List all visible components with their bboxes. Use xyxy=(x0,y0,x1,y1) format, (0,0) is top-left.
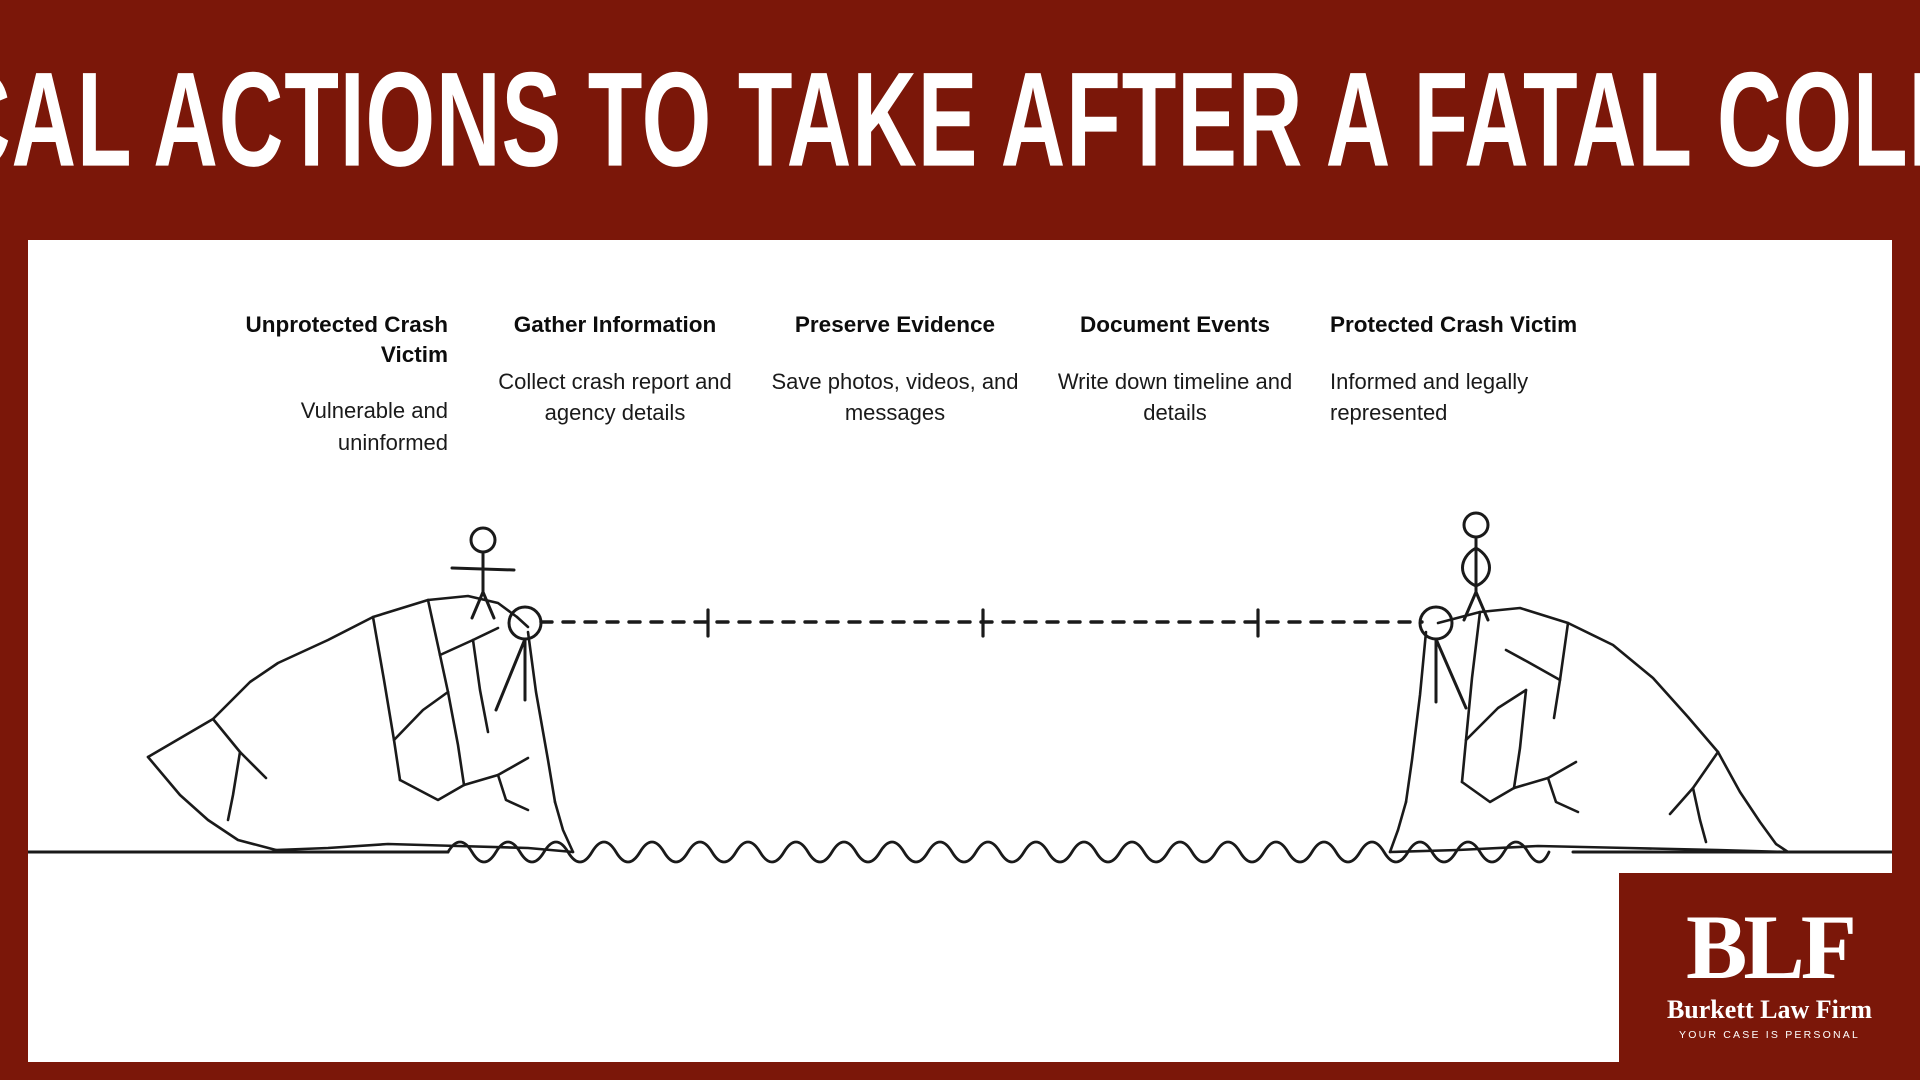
column-unprotected-crash-victim: Unprotected Crash Victim Vulnerable and … xyxy=(216,310,448,458)
firm-logo[interactable]: BLF Burkett Law Firm YOUR CASE IS PERSON… xyxy=(1619,873,1920,1080)
content-canvas: Unprotected Crash Victim Vulnerable and … xyxy=(28,240,1892,1062)
column-title-document-events: Document Events xyxy=(1079,312,1271,337)
right-stick-figure xyxy=(1461,511,1491,622)
column-title-unprotected-crash-victim: Unprotected Crash Victim xyxy=(245,312,448,367)
column-description-document-events: Write down timeline and details xyxy=(1057,368,1293,425)
title-banner: Critical Actions to Take After a Fatal C… xyxy=(0,0,1920,240)
column-description-gather-information: Collect crash report and agency details xyxy=(498,368,732,425)
water-wave-line xyxy=(446,840,1551,864)
firm-logo-content: BLF Burkett Law Firm YOUR CASE IS PERSON… xyxy=(1619,873,1920,1080)
left-cliff xyxy=(146,594,575,854)
column-protected-crash-victim: Protected Crash Victim Informed and lega… xyxy=(1330,310,1620,428)
column-preserve-evidence: Preserve Evidence Save photos, videos, a… xyxy=(770,310,1020,428)
right-anchor-pulley xyxy=(1418,605,1468,710)
column-title-preserve-evidence: Preserve Evidence xyxy=(794,312,996,337)
firm-logo-name: Burkett Law Firm xyxy=(1666,995,1873,1025)
page-title: Critical Actions to Take After a Fatal C… xyxy=(0,44,1920,195)
column-title-gather-information: Gather Information xyxy=(513,312,717,337)
column-description-protected-crash-victim: Informed and legally represented xyxy=(1330,368,1529,425)
column-description-preserve-evidence: Save photos, videos, and messages xyxy=(771,368,1019,425)
rope-tick-marks xyxy=(706,608,1260,638)
left-stick-figure xyxy=(450,526,516,620)
left-anchor-pulley xyxy=(494,605,543,712)
column-title-protected-crash-victim: Protected Crash Victim xyxy=(1330,312,1578,337)
column-description-unprotected-crash-victim: Vulnerable and uninformed xyxy=(300,398,448,455)
column-document-events: Document Events Write down timeline and … xyxy=(1050,310,1300,428)
firm-logo-monogram: BLF xyxy=(1686,896,1857,999)
right-cliff xyxy=(1388,606,1790,854)
column-gather-information: Gather Information Collect crash report … xyxy=(490,310,740,428)
firm-logo-tagline: YOUR CASE IS PERSONAL xyxy=(1679,1029,1860,1042)
